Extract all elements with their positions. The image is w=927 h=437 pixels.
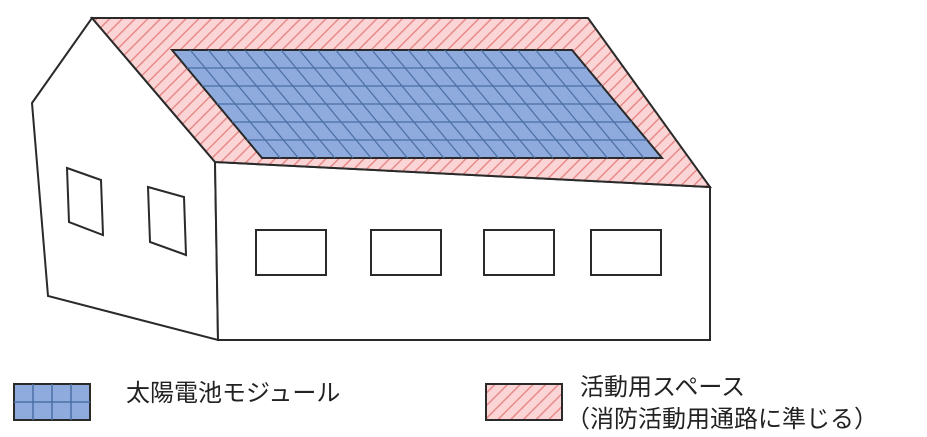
solar-module-grid [187, 49, 647, 159]
hatched-space-swatch-icon [485, 383, 563, 421]
gable-window-1 [65, 166, 105, 237]
gable-window-2 [146, 185, 188, 257]
legend-activity-space-label: 活動用スペース [580, 373, 746, 401]
front-window-4 [590, 229, 662, 276]
front-window-1 [255, 229, 327, 276]
legend-solar-module-label: 太陽電池モジュール [126, 379, 341, 407]
legend-activity-space-note: （消防活動用通路に準じる） [566, 405, 878, 433]
front-window-3 [483, 229, 555, 276]
front-window-2 [370, 229, 442, 276]
solar-module-swatch-icon [13, 383, 91, 421]
